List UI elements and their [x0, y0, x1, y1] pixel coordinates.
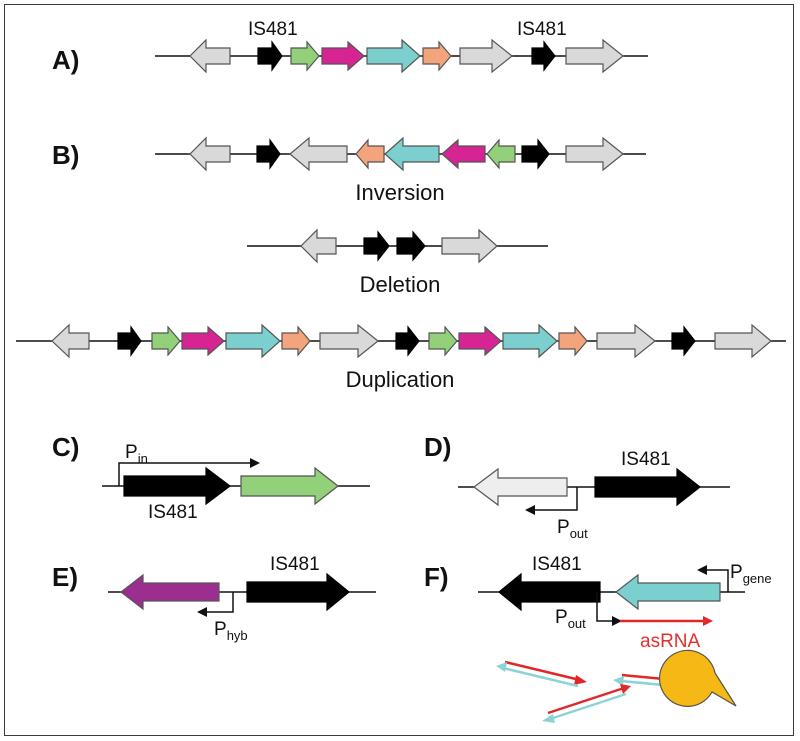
- is481-label-e: IS481: [270, 554, 320, 575]
- rnase-pacman-icon: [658, 649, 737, 707]
- gene-salmon-inverted: [355, 138, 385, 170]
- gene-green-inverted: [486, 138, 516, 170]
- gene-magenta: [458, 325, 502, 357]
- gene-salmon: [422, 40, 452, 72]
- panel-b: B) Inversion: [52, 136, 646, 205]
- gene-salmon: [558, 325, 588, 357]
- is481-element: [396, 230, 426, 262]
- p-gene-arrow: [705, 569, 729, 592]
- panel-c: C) Pin IS481: [52, 432, 370, 523]
- gene-cyan-inverted: [384, 136, 440, 172]
- p-gene-label: Pgene: [730, 562, 772, 586]
- gene-cyan: [225, 323, 281, 359]
- deletion-label: Deletion: [360, 272, 441, 297]
- panel-c-label: C): [52, 432, 79, 462]
- is481-label-c: IS481: [148, 502, 198, 523]
- is481-element: [363, 230, 390, 262]
- gene-grey-left: [189, 38, 231, 74]
- gene-salmon: [281, 325, 311, 357]
- p-out-arrow-f: [596, 592, 614, 622]
- gene-grey-mid: [459, 38, 513, 74]
- panel-a: A) IS481 IS481: [52, 19, 648, 75]
- gene-grey: [596, 323, 656, 359]
- is481-element: [256, 138, 281, 170]
- deletion: Deletion: [247, 228, 548, 297]
- is481-element: [117, 325, 142, 357]
- gene-grey-left: [189, 136, 231, 172]
- gene-grey-right: [714, 323, 772, 359]
- gene-magenta-inverted: [441, 138, 486, 170]
- gene-grey-right: [565, 38, 624, 74]
- panel-e: E) Phyb IS481: [52, 554, 376, 643]
- panel-f: F) Pgene Pout asRNA IS481: [424, 554, 772, 723]
- panel-d: D) Pout IS481: [424, 432, 730, 541]
- p-out-label-d: Pout: [557, 517, 588, 541]
- p-out-label-f: Pout: [555, 607, 586, 631]
- is481-element: [671, 325, 696, 357]
- is481-element: [123, 466, 231, 506]
- panel-a-label: A): [52, 45, 79, 75]
- inversion-label: Inversion: [355, 180, 444, 205]
- gene-grey-left: [300, 228, 337, 264]
- is481-label-1: IS481: [248, 19, 298, 40]
- figure-frame: [4, 4, 794, 736]
- asrna-arrowhead: [703, 616, 713, 626]
- is481-element: [395, 325, 420, 357]
- panel-d-label: D): [424, 432, 451, 462]
- rna-duplex-1: [496, 660, 587, 688]
- is481-element-1: [257, 40, 283, 72]
- is481-element: [498, 572, 601, 612]
- panel-e-label: E): [52, 562, 78, 592]
- is481-label-f: IS481: [532, 554, 582, 575]
- p-hyb-arrow: [206, 592, 234, 613]
- gene-magenta: [181, 325, 225, 357]
- panel-f-label: F): [424, 562, 449, 592]
- gene-grey-inverted: [289, 136, 348, 172]
- gene-cyan: [502, 323, 558, 359]
- p-in-label: Pin: [125, 442, 148, 466]
- gene-grey-right: [565, 136, 624, 172]
- panel-b-label: B): [52, 140, 79, 170]
- p-out-arrow: [534, 487, 578, 511]
- is481-element-2: [531, 40, 556, 72]
- gene-light-grey: [473, 467, 568, 507]
- p-out-arrowhead-f: [612, 616, 622, 626]
- gene-magenta: [321, 40, 365, 72]
- gene-cyan: [615, 573, 721, 611]
- is481-label-2: IS481: [517, 19, 567, 40]
- gene-green: [240, 466, 339, 506]
- is481-element: [521, 138, 550, 170]
- duplication-label: Duplication: [346, 367, 455, 392]
- gene-grey: [319, 323, 379, 359]
- p-hyb-label: Phyb: [214, 619, 248, 643]
- p-hyb-arrowhead: [197, 607, 207, 617]
- gene-purple: [120, 573, 220, 611]
- rna-duplex-3: [542, 684, 631, 723]
- p-in-arrow: [118, 462, 252, 486]
- asrna-label: asRNA: [640, 631, 701, 652]
- is481-element: [246, 572, 350, 612]
- p-gene-arrowhead: [697, 565, 707, 575]
- p-out-arrowhead: [525, 505, 535, 515]
- is481-element: [594, 467, 701, 507]
- gene-grey-right: [441, 228, 498, 264]
- p-in-arrowhead: [250, 458, 260, 468]
- gene-green: [290, 40, 320, 72]
- gene-green: [428, 325, 458, 357]
- gene-cyan: [366, 38, 421, 74]
- duplication: Duplication: [16, 323, 786, 392]
- gene-green: [151, 325, 181, 357]
- gene-grey-left: [51, 323, 90, 359]
- is481-label-d: IS481: [621, 449, 671, 470]
